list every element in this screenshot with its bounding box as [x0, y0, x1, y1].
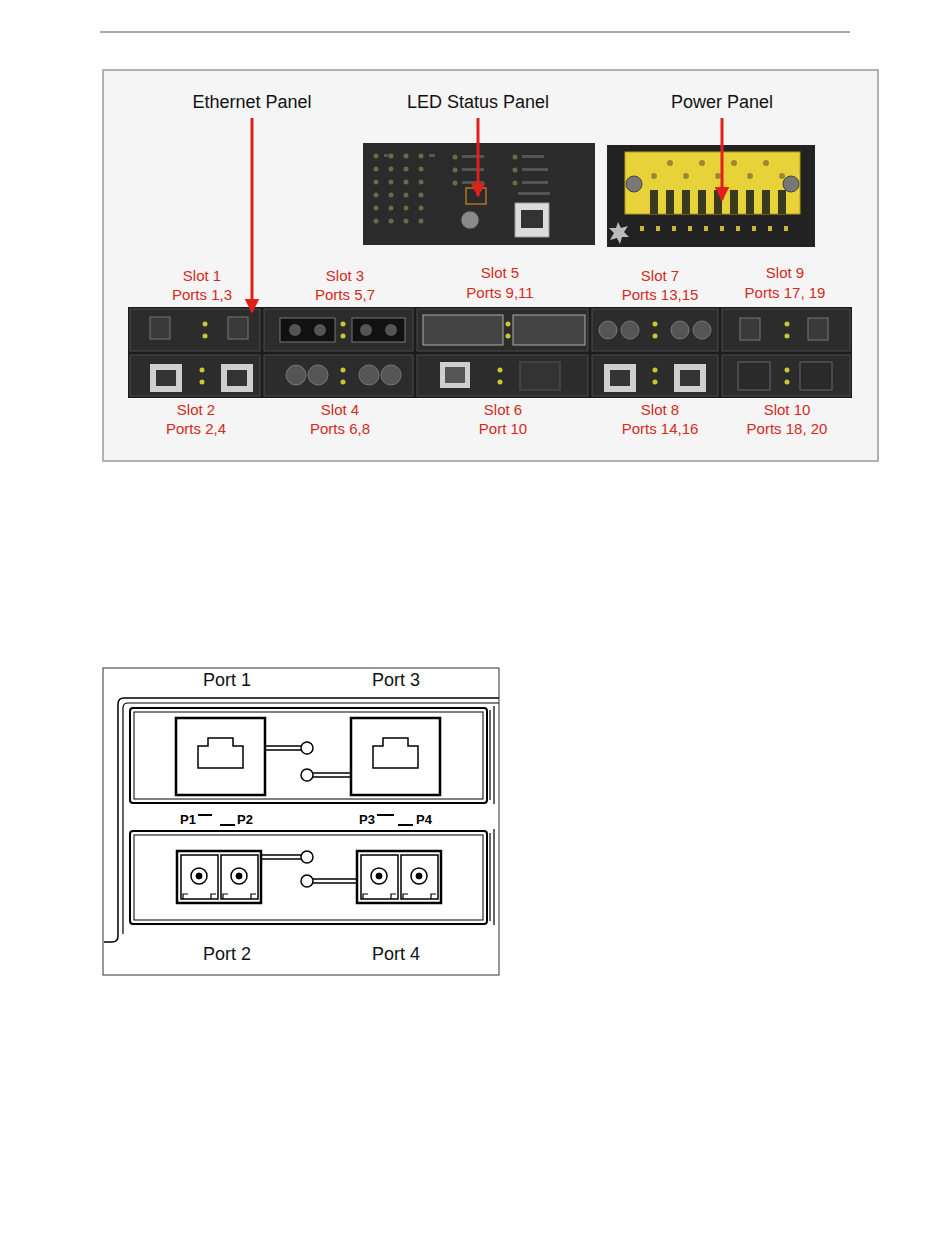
- slot-label: Slot 5: [481, 265, 519, 282]
- slot-label: Ports 18, 20: [747, 421, 828, 438]
- header-rule: [100, 32, 850, 33]
- slot-label: Slot 7: [641, 268, 679, 285]
- pin-label: P3: [359, 813, 375, 827]
- slot-label: Ports 5,7: [315, 287, 375, 304]
- slot-label: Ports 1,3: [172, 287, 232, 304]
- ethernet-chassis-photo: [128, 307, 852, 398]
- power-panel-photo: [607, 145, 815, 247]
- figure-frame: [103, 70, 878, 461]
- slot-label: Slot 9: [766, 265, 804, 282]
- port-label: Port 1: [203, 671, 251, 691]
- slot-label: Slot 4: [321, 402, 359, 419]
- slot-label: Slot 8: [641, 402, 679, 419]
- port-label: Port 2: [203, 945, 251, 965]
- slot-label: Port 10: [479, 421, 527, 438]
- port-label: Port 3: [372, 671, 420, 691]
- figure-frame: [103, 668, 499, 975]
- slot-label: Ports 13,15: [622, 287, 699, 304]
- pin-label: P4: [416, 813, 432, 827]
- slot-label: Ports 6,8: [310, 421, 370, 438]
- port-module-drawing: [104, 698, 499, 942]
- panel-label: LED Status Panel: [407, 93, 549, 113]
- slot-label: Ports 9,11: [466, 285, 533, 302]
- slot-label: Ports 14,16: [622, 421, 699, 438]
- slot-label: Slot 6: [484, 402, 522, 419]
- slot-label: Slot 2: [177, 402, 215, 419]
- port-label: Port 4: [372, 945, 420, 965]
- panel-label: Ethernet Panel: [192, 93, 311, 113]
- slot-label: Ports 2,4: [166, 421, 226, 438]
- slot-label: Ports 17, 19: [745, 285, 826, 302]
- slot-label: Slot 10: [764, 402, 811, 419]
- pointer-arrow: [252, 118, 722, 312]
- panel-label: Power Panel: [671, 93, 773, 113]
- pin-label: P2: [237, 813, 253, 827]
- slot-label: Slot 1: [183, 268, 221, 285]
- slot-label: Slot 3: [326, 268, 364, 285]
- pin-label: P1: [180, 813, 196, 827]
